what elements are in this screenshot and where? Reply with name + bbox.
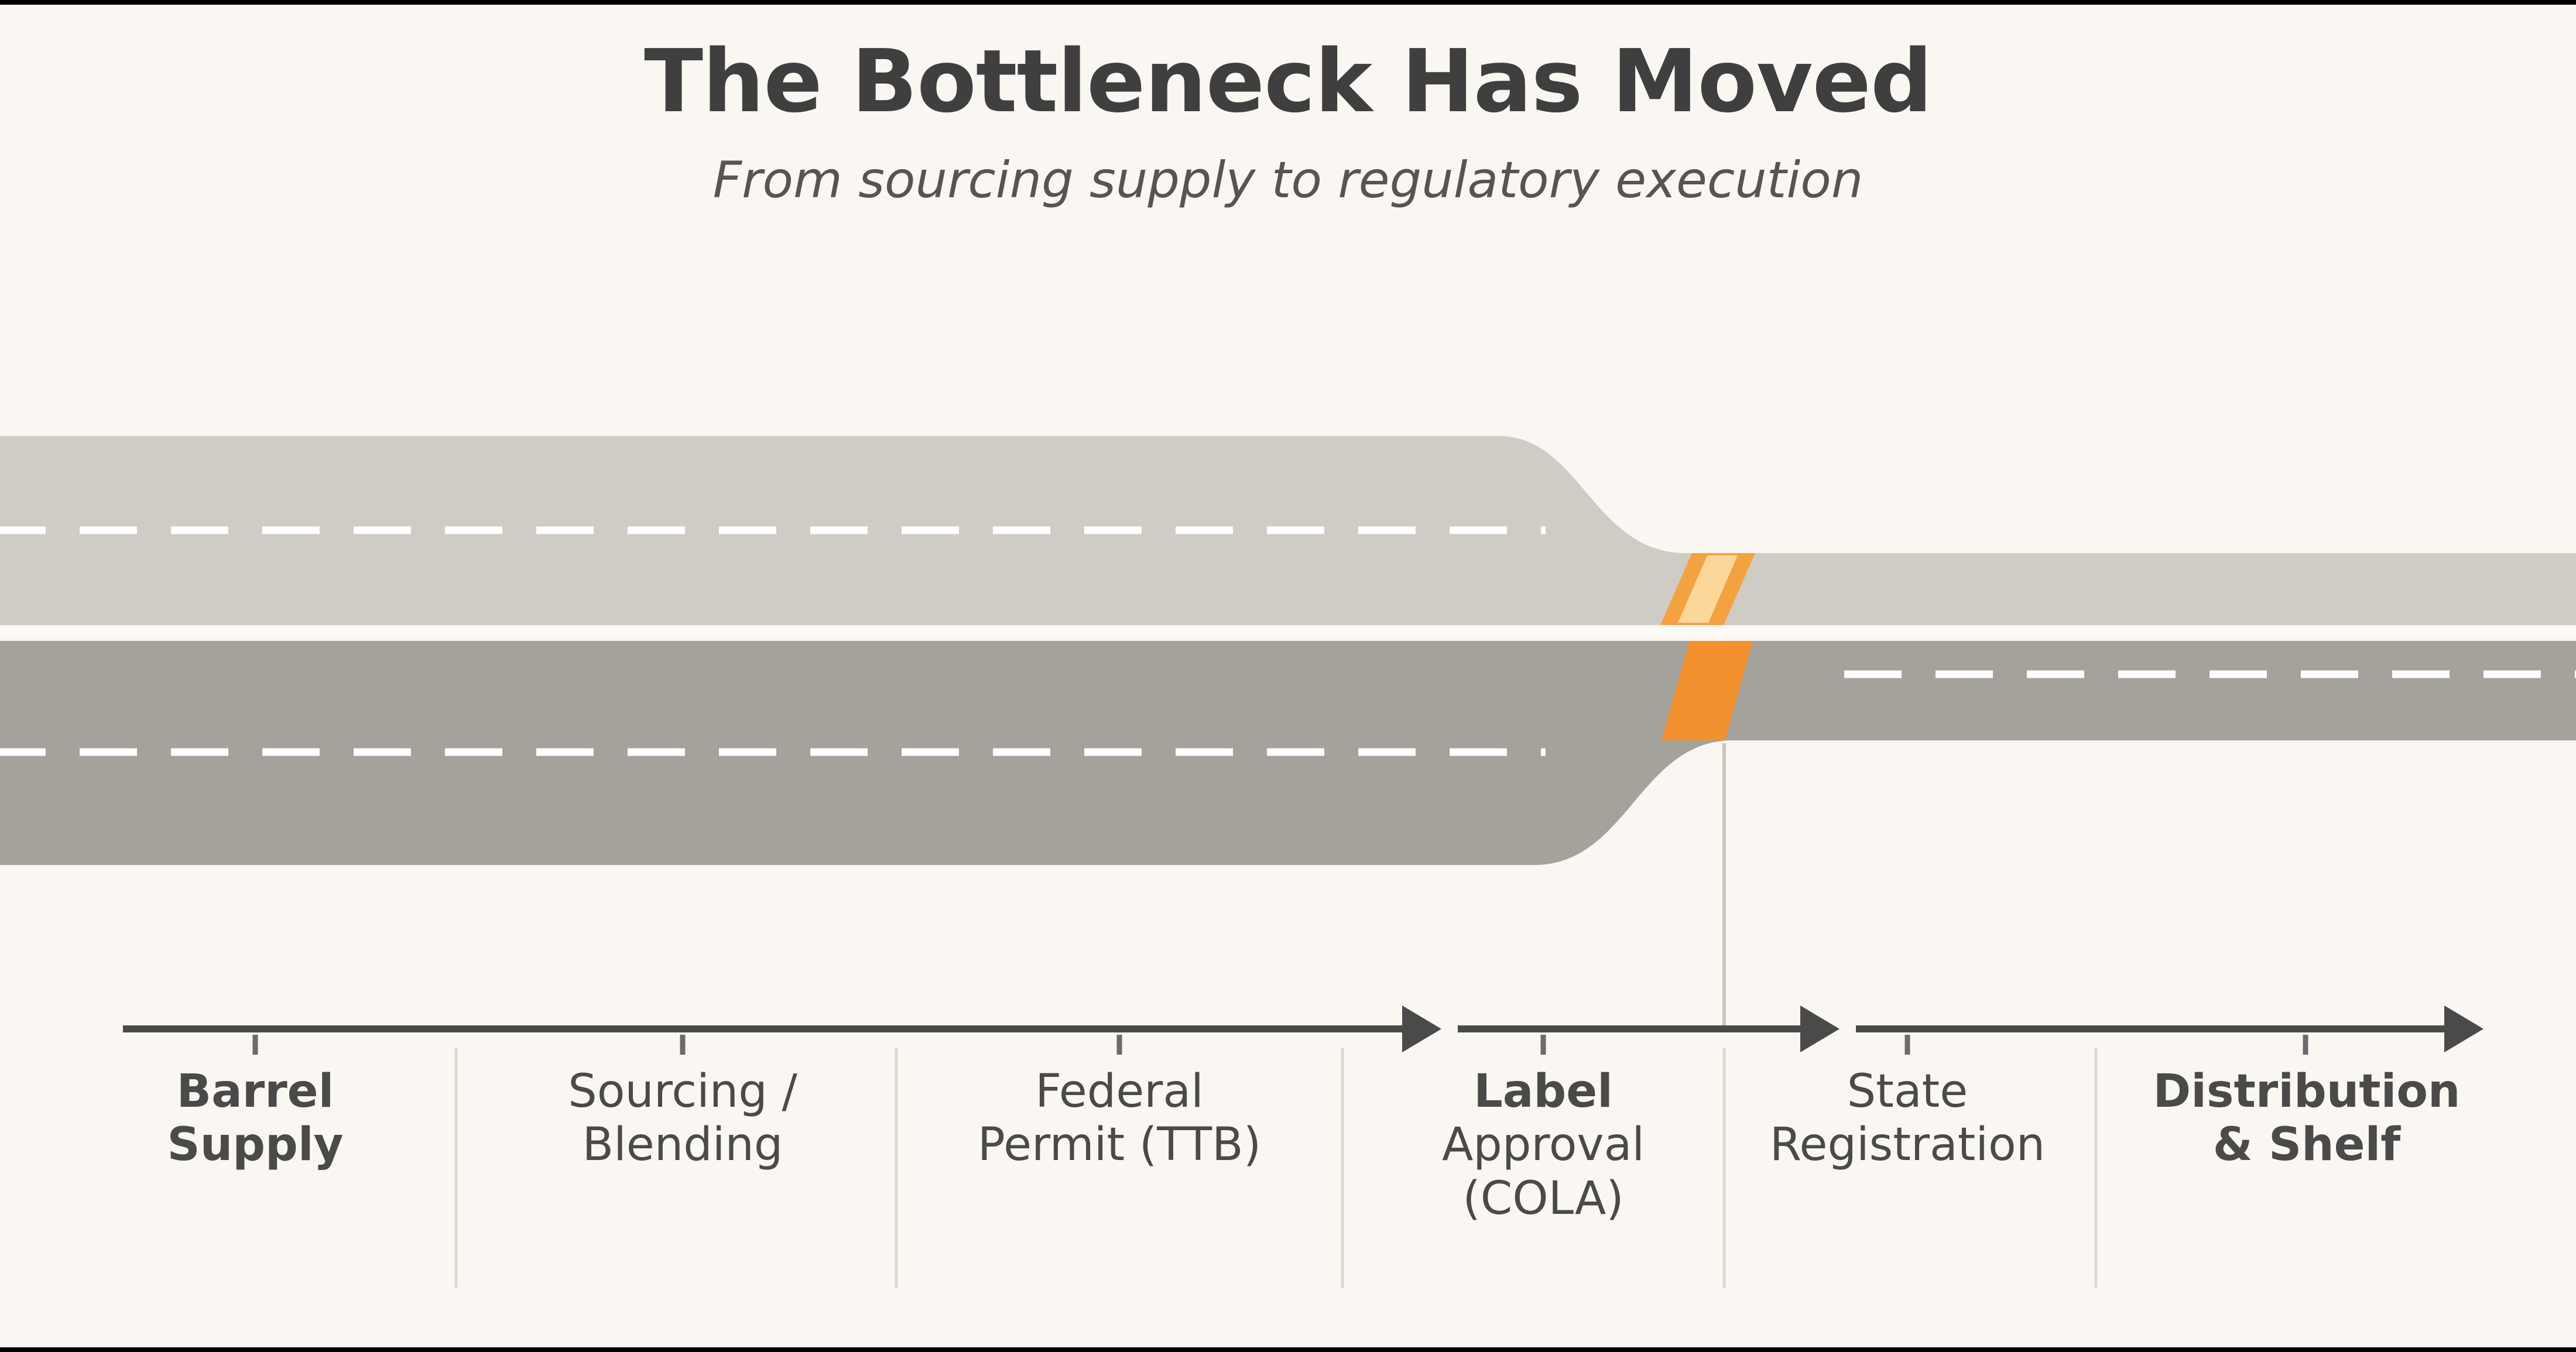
bottleneck-marker-upper-inner xyxy=(1678,555,1738,623)
stage-line: & Shelf xyxy=(2212,1118,2401,1172)
stage-label-sourcing-blending[interactable]: Sourcing / Blending xyxy=(519,1065,847,1172)
stage-line: Federal xyxy=(1035,1065,1204,1118)
stage-label-federal-permit[interactable]: Federal Permit (TTB) xyxy=(909,1065,1330,1172)
stage-line: Supply xyxy=(167,1118,344,1172)
header: The Bottleneck Has Moved From sourcing s… xyxy=(0,0,2576,208)
page-title: The Bottleneck Has Moved xyxy=(644,31,1933,132)
page-subtitle: From sourcing supply to regulatory execu… xyxy=(712,151,1864,210)
stage-label-state-registration[interactable]: State Registration xyxy=(1732,1065,2083,1172)
top-edge-band xyxy=(0,0,2576,5)
timeline-stage-labels: Barrel Supply Sourcing / Blending Federa… xyxy=(0,1065,2576,1311)
stage-line: Permit (TTB) xyxy=(977,1118,1262,1172)
stage-line: Approval xyxy=(1441,1118,1645,1172)
stage-line: State xyxy=(1847,1065,1968,1118)
stage-label-distribution-shelf[interactable]: Distribution & Shelf xyxy=(2108,1065,2506,1172)
bottleneck-marker-lower xyxy=(1662,641,1753,740)
stage-line: Label xyxy=(1474,1065,1613,1118)
stage-label-barrel-supply[interactable]: Barrel Supply xyxy=(91,1065,419,1172)
stage-label-label-approval[interactable]: Label Approval (COLA) xyxy=(1362,1065,1725,1226)
road-median-stripe xyxy=(0,627,2576,637)
stage-line: Barrel xyxy=(176,1065,334,1118)
bottom-edge-band xyxy=(0,1347,2576,1352)
stage-line: Distribution xyxy=(2153,1065,2461,1118)
stage-line: Registration xyxy=(1769,1118,2046,1172)
stage-line: Blending xyxy=(582,1118,783,1172)
stage-line: Sourcing / xyxy=(568,1065,797,1118)
stage-line: (COLA) xyxy=(1462,1172,1624,1225)
